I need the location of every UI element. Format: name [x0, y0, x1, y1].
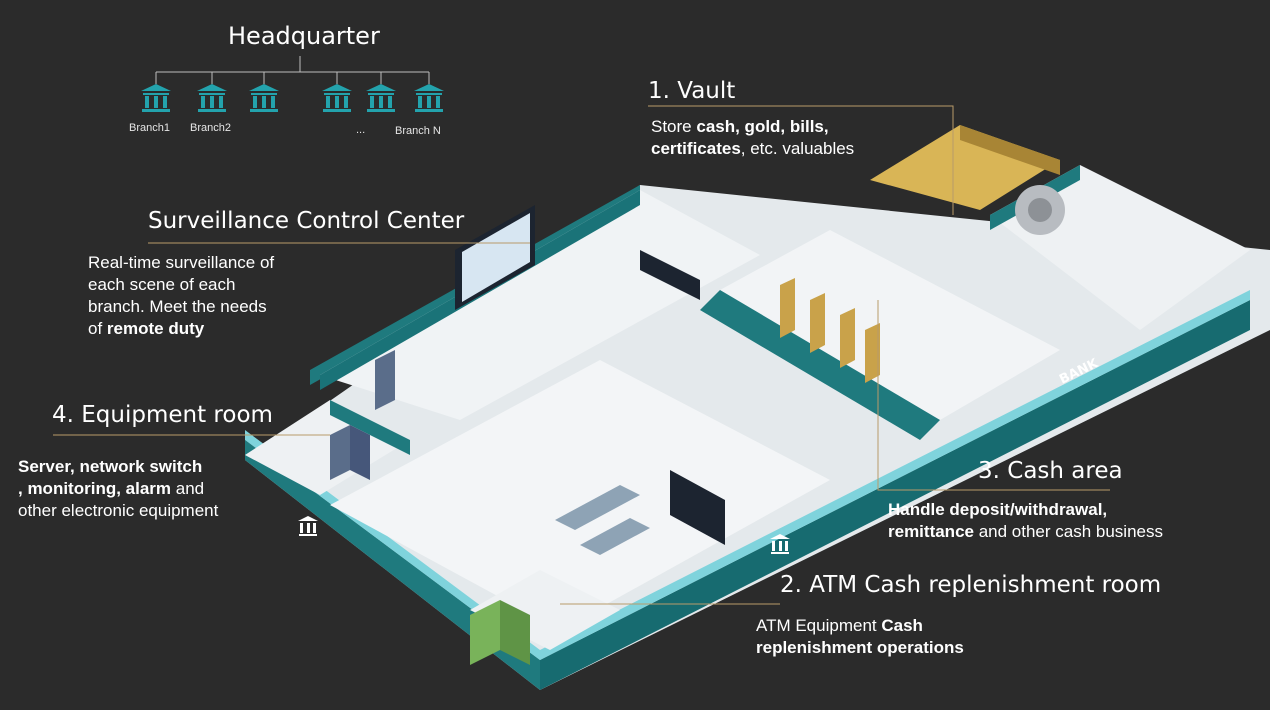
cash-counters: [780, 278, 880, 383]
branch-bank-icons: [141, 84, 444, 112]
headquarter-title: Headquarter: [228, 22, 380, 50]
bank-icon: [197, 84, 227, 112]
bank-icon: [322, 84, 352, 112]
atm-room-description: ATM Equipment Cash replenishment operati…: [756, 616, 964, 657]
bank-icon: [249, 84, 279, 112]
equipment-room-title: 4. Equipment room: [52, 402, 273, 428]
bank-icon: [141, 84, 171, 112]
bank-icon: [366, 84, 396, 112]
exchange-board: [670, 470, 725, 545]
atm-room-title: 2. ATM Cash replenishment room: [780, 572, 1162, 598]
surveillance-video-wall: [455, 205, 700, 310]
bank-icon: [770, 534, 790, 554]
room-atm: [470, 570, 620, 650]
vault-description: Store cash, gold, bills, certificates, e…: [651, 117, 855, 158]
wall-bank-emblems: [298, 516, 790, 554]
vault-safe: [1015, 185, 1065, 235]
bank-icon: [298, 516, 318, 536]
atm-machines: [470, 600, 530, 665]
vault-title: 1. Vault: [648, 78, 736, 104]
branch-label: Branch1: [129, 122, 170, 134]
equipment-room-description: Server, network switch , monitoring, ala…: [18, 457, 219, 520]
surveillance-title: Surveillance Control Center: [148, 208, 465, 234]
bank-icon: [414, 84, 444, 112]
cash-area-description: Handle deposit/withdrawal, remittance an…: [888, 500, 1163, 541]
branch-label: Branch2: [190, 122, 231, 134]
room-lobby: [330, 360, 830, 630]
leader-lines: [53, 105, 1110, 605]
cash-area-title: 3. Cash area: [978, 458, 1123, 484]
equipment-server-racks: [330, 350, 395, 480]
headquarter-tree: [155, 56, 430, 84]
room-equipment: [245, 400, 410, 495]
surveillance-description: Real-time surveillance of each scene of …: [88, 253, 275, 338]
branch-label: Branch N: [395, 125, 441, 137]
lobby-seating: [555, 485, 650, 555]
branch-label: ...: [356, 124, 366, 136]
room-cash-area: [700, 230, 1060, 440]
